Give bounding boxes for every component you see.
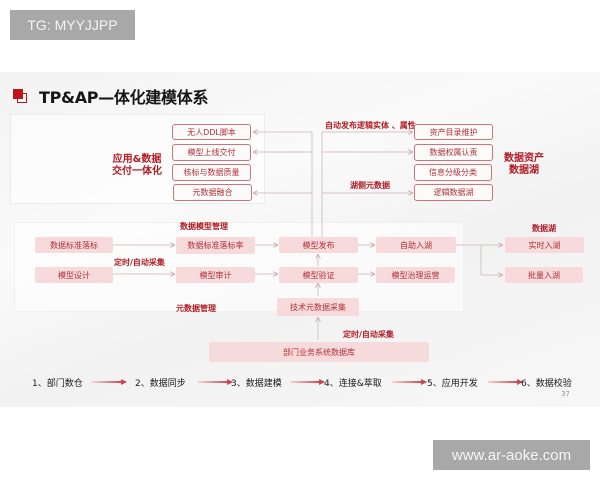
- left-group-label-line2: 交付一体化: [112, 166, 162, 177]
- step-4: 4、连接&萃取: [324, 379, 382, 389]
- connector-lines: [113, 72, 600, 340]
- label-data-lake: 数据湖: [532, 224, 556, 233]
- watermark-top: TG: MYYJJPP: [10, 10, 135, 40]
- step-arrow-icon: [92, 379, 127, 385]
- box-auto-lake[interactable]: 自助入湖: [376, 237, 456, 253]
- step-1: 1、部门数仓: [32, 379, 83, 389]
- label-scheduled-collect-1: 定时/自动采集: [114, 258, 165, 267]
- box-metadata-fusion[interactable]: 元数据融合: [173, 184, 252, 201]
- label-lake-metadata: 湖侧元数据: [350, 181, 390, 190]
- step-2: 2、数据同步: [135, 379, 186, 389]
- label-model-management: 数据模型管理: [180, 222, 228, 231]
- step-arrow-icon: [392, 379, 427, 385]
- box-logical-data-lake[interactable]: 逻辑数据湖: [414, 184, 493, 201]
- box-asset-catalog[interactable]: 资产目录维护: [414, 124, 493, 140]
- box-dept-database[interactable]: 部门业务系统数据库: [209, 342, 429, 362]
- box-batch-lake[interactable]: 批量入湖: [505, 267, 583, 283]
- box-model-online-delivery[interactable]: 模型上线交付: [172, 144, 251, 161]
- box-unmanned-ddl[interactable]: 无人DDL脚本: [172, 124, 251, 140]
- step-3: 3、数据建模: [231, 379, 282, 389]
- slide-title: TP&AP—体化建模体系: [39, 88, 209, 107]
- title-squares-icon: [13, 89, 29, 103]
- box-model-verify[interactable]: 模型验证: [279, 267, 358, 283]
- box-model-design[interactable]: 模型设计: [35, 267, 113, 283]
- step-6: 6、数据校验: [521, 379, 572, 389]
- box-tech-metadata[interactable]: 技术元数据采集: [277, 298, 359, 316]
- box-model-ops[interactable]: 模型治理运营: [376, 267, 455, 283]
- slide-header: TP&AP—体化建模体系: [13, 84, 208, 108]
- left-group-label-line1: 应用&数据: [112, 154, 162, 165]
- step-arrow-icon: [488, 379, 523, 385]
- box-model-audit[interactable]: 模型审计: [176, 267, 255, 283]
- box-standard-rate[interactable]: 数据标准落标率: [176, 237, 255, 254]
- page-number: 37: [561, 390, 570, 398]
- watermark-bottom: www.ar-aoke.com: [433, 440, 590, 470]
- step-5: 5、应用开发: [427, 379, 478, 389]
- box-standard-source[interactable]: 数据标准落标: [35, 237, 113, 253]
- step-arrow-icon: [290, 379, 325, 385]
- box-model-publish[interactable]: 模型发布: [279, 237, 358, 253]
- box-data-ownership[interactable]: 数据权属认责: [414, 144, 493, 161]
- step-arrow-icon: [198, 379, 233, 385]
- label-metadata-management: 元数据管理: [176, 304, 216, 313]
- label-auto-publish: 自动发布逻辑实体 、属性: [325, 121, 416, 130]
- box-standard-quality[interactable]: 核标与数据质量: [172, 164, 251, 181]
- label-scheduled-collect-2: 定时/自动采集: [343, 330, 394, 339]
- right-group-label-line1: 数据资产: [504, 153, 544, 164]
- slide: TP&AP—体化建模体系: [0, 72, 600, 407]
- right-group-label: 数据资产 数据湖: [504, 153, 544, 177]
- box-info-classification[interactable]: 信息分级分类: [414, 164, 492, 181]
- left-group-label: 应用&数据 交付一体化: [112, 154, 162, 178]
- right-group-label-line2: 数据湖: [509, 165, 539, 176]
- box-realtime-lake[interactable]: 实时入湖: [505, 237, 584, 253]
